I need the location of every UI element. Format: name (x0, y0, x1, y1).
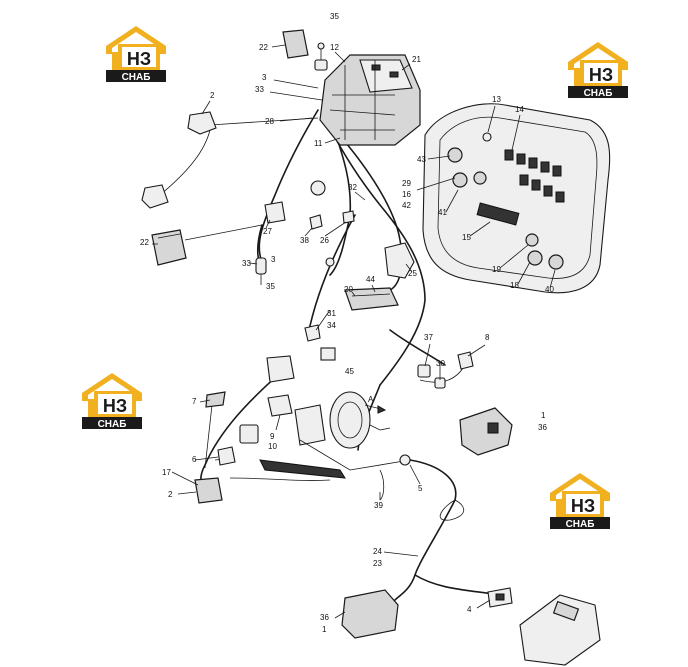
callout-2-left: 2 (168, 490, 173, 499)
logo-sub-text: СНАБ (122, 72, 151, 83)
callout-29: 29 (402, 179, 411, 188)
logo-top-left: НЗ СНАБ (106, 26, 166, 83)
callout-34: 34 (327, 321, 336, 330)
callout-36-right: 36 (538, 423, 547, 432)
callout-17: 17 (162, 468, 171, 477)
callout-33-left: 33 (242, 259, 251, 268)
battery-assembly (319, 54, 421, 146)
callout-21: 21 (412, 55, 421, 64)
callout-14: 14 (515, 105, 524, 114)
control-box-right (459, 407, 513, 456)
callout-35-left: 35 (266, 282, 275, 291)
panel-switch-row (504, 149, 565, 203)
fuse-holder-top (314, 42, 328, 71)
switches-37-30-8 (417, 351, 474, 389)
sensor-38-26 (309, 180, 355, 230)
callout-2-top: 2 (210, 91, 215, 100)
callout-24: 24 (373, 547, 382, 556)
callout-23: 23 (373, 559, 382, 568)
callout-27: 27 (263, 227, 272, 236)
callout-36-bottom: 36 (320, 613, 329, 622)
horn-25 (325, 242, 415, 279)
logo-main-text: НЗ (103, 396, 127, 416)
fuse-holder-left (255, 257, 267, 285)
lever-bottom-right (519, 594, 601, 666)
logo-sub-text: СНАБ (98, 419, 127, 430)
logo-sub-text: СНАБ (566, 519, 595, 530)
logo-main-text: НЗ (589, 65, 613, 85)
callout-6: 6 (192, 455, 197, 464)
callout-45: 45 (345, 367, 354, 376)
callout-40: 40 (545, 285, 554, 294)
logo-group: НЗ СНАБ НЗ СНАБ НЗ СНАБ НЗ СНАБ (82, 26, 628, 530)
callout-22-left: 22 (140, 238, 149, 247)
arrow-letter: A (368, 395, 374, 404)
callout-8: 8 (485, 333, 490, 342)
callout-7: 7 (192, 397, 197, 406)
callout-26: 26 (320, 236, 329, 245)
callout-3-left: 3 (271, 255, 276, 264)
callout-39: 39 (374, 501, 383, 510)
callout-37: 37 (424, 333, 433, 342)
relay-left (151, 229, 187, 266)
callout-10: 10 (268, 442, 277, 451)
callout-4: 4 (467, 605, 472, 614)
callout-30: 30 (436, 359, 445, 368)
callout-16: 16 (402, 190, 411, 199)
lamp-lower-left (194, 355, 295, 504)
callout-35-top: 35 (330, 12, 339, 21)
callout-11: 11 (314, 139, 323, 148)
callout-43: 43 (417, 155, 426, 164)
relay-9-10 (239, 394, 293, 444)
callout-41: 41 (438, 208, 447, 217)
logo-sub-text: СНАБ (584, 88, 613, 99)
callout-22-top: 22 (259, 43, 268, 52)
callout-20: 20 (344, 285, 353, 294)
callout-44: 44 (366, 275, 375, 284)
callout-18: 18 (510, 281, 519, 290)
lamp-upper-left (141, 111, 217, 209)
leader-lines (152, 44, 556, 619)
callout-5: 5 (418, 484, 423, 493)
callout-3-top: 3 (262, 73, 267, 82)
instrument-panel (422, 103, 611, 294)
callout-42: 42 (402, 201, 411, 210)
steering-column (259, 391, 411, 479)
callout-labels: 35 22 12 3 33 21 2 28 11 13 14 43 29 16 … (140, 12, 554, 634)
logo-mid-left: НЗ СНАБ (82, 373, 142, 430)
connector-45 (320, 347, 336, 361)
logo-main-text: НЗ (127, 49, 151, 69)
logo-main-text: НЗ (571, 496, 595, 516)
switch-4 (487, 587, 513, 608)
callout-31: 31 (327, 309, 336, 318)
logo-bottom-right: НЗ СНАБ (550, 473, 610, 530)
switch-27 (264, 201, 286, 224)
callout-25: 25 (408, 269, 417, 278)
callout-15: 15 (462, 233, 471, 242)
callout-28: 28 (265, 117, 274, 126)
callout-32: 32 (348, 183, 357, 192)
callout-12: 12 (330, 43, 339, 52)
relay-block-44 (344, 287, 399, 311)
control-box-bottom (341, 589, 399, 639)
callout-19: 19 (492, 265, 501, 274)
callout-9: 9 (270, 432, 275, 441)
callout-33-top: 33 (255, 85, 264, 94)
direction-arrow: A (364, 395, 387, 414)
callout-13: 13 (492, 95, 501, 104)
callout-1-bottom: 1 (322, 625, 327, 634)
callout-1-right: 1 (541, 411, 546, 420)
relay-top (282, 29, 309, 59)
logo-top-right: НЗ СНАБ (568, 42, 628, 99)
callout-38: 38 (300, 236, 309, 245)
